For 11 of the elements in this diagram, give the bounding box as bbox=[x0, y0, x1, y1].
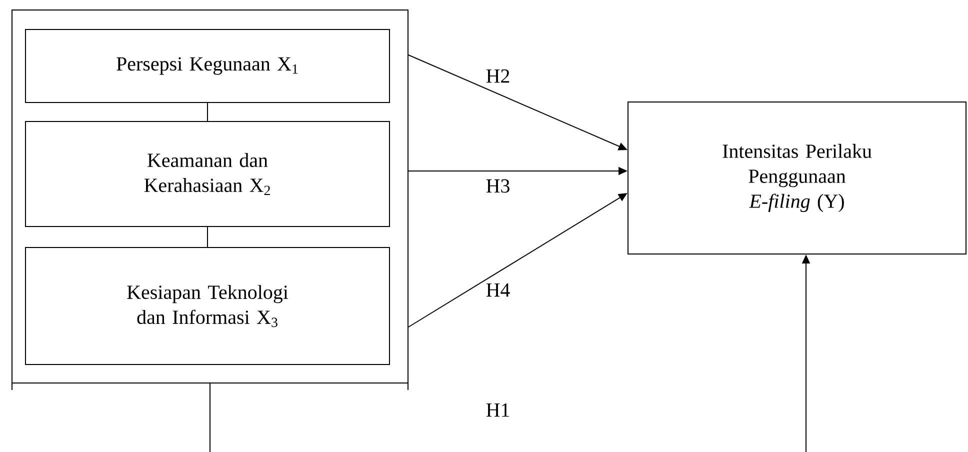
group-frame bbox=[12, 10, 408, 390]
connector-line bbox=[207, 226, 208, 248]
outcome-box: Intensitas Perilaku Penggunaan E-filing (Y) bbox=[628, 102, 967, 254]
variable-box: Kesiapan Teknologi dan Informasi X$_{3}$ bbox=[25, 247, 390, 365]
edge-label: H4 bbox=[484, 282, 512, 298]
hypothesis-label: H1 bbox=[486, 403, 510, 417]
edge-label: H2 bbox=[484, 68, 512, 84]
connector-line bbox=[207, 102, 208, 122]
variable-box: Keamanan dan Kerahasiaan X$_{2}$ bbox=[25, 121, 390, 227]
edge-label: H3 bbox=[484, 178, 512, 194]
variable-box: Persepsi Kegunaan X$_{1}$ bbox=[25, 29, 390, 103]
